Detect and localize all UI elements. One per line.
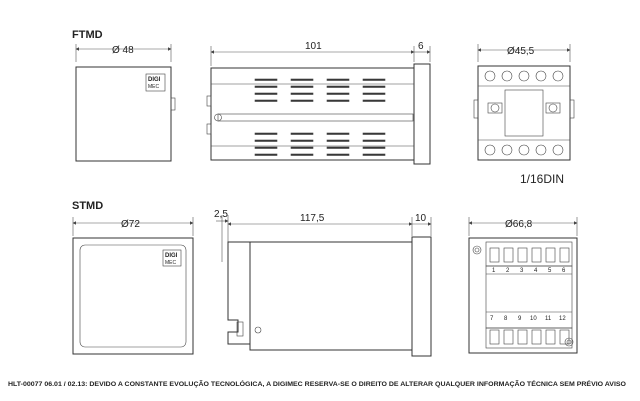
- stmd-logo-line1: DIGI: [165, 253, 178, 259]
- footer-disclaimer: HLT-00077 06.01 / 02.13: DEVIDO A CONSTA…: [8, 379, 626, 388]
- stmd-top-terminal-screws: [489, 247, 570, 263]
- stmd-front-diameter: Ø72: [121, 219, 140, 230]
- ftmd-front-view: Ø 48 DIGI MEC: [75, 44, 176, 162]
- ftmd-side-view: 101 6: [206, 41, 431, 165]
- stmd-bottom-terminal-screws: [489, 329, 570, 345]
- ftmd-size-label: 1/16DIN: [520, 172, 564, 186]
- terminal-number: 9: [518, 316, 522, 322]
- stmd-offset: 2,5: [214, 209, 228, 220]
- ftmd-front-diameter: Ø 48: [112, 45, 134, 56]
- stmd-logo-line2: MEC: [165, 260, 177, 266]
- terminal-number: 12: [559, 316, 566, 322]
- terminal-number: 3: [520, 268, 524, 274]
- terminal-number: 5: [548, 268, 552, 274]
- terminal-number: 6: [562, 268, 566, 274]
- stmd-back-view: Ø66,8 1 2 3 4 5 6 7 8 9 10 11: [468, 217, 578, 354]
- ftmd-back-diameter: Ø45,5: [507, 46, 535, 57]
- terminal-number: 7: [490, 316, 494, 322]
- terminal-number: 11: [545, 316, 552, 322]
- terminal-number: 1: [492, 268, 496, 274]
- stmd-logo: [162, 249, 182, 267]
- stmd-top-terminal-numbers: 1 2 3 4 5 6: [492, 268, 566, 274]
- stmd-side-view: 2,5 117,5 10: [214, 209, 432, 357]
- ftmd-logo: [145, 73, 166, 92]
- terminal-number: 2: [506, 268, 510, 274]
- stmd-back-diameter: Ø66,8: [505, 219, 533, 230]
- ftmd-title: FTMD: [72, 29, 103, 41]
- terminal-number: 10: [530, 316, 537, 322]
- ftmd-back-view: Ø45,5 1/16DIN: [473, 44, 575, 186]
- stmd-bezel: 10: [415, 213, 427, 224]
- stmd-length: 117,5: [300, 213, 325, 224]
- terminal-number: 4: [534, 268, 538, 274]
- ftmd-bezel: 6: [418, 41, 424, 52]
- terminal-number: 8: [504, 316, 508, 322]
- stmd-bottom-terminal-numbers: 7 8 9 10 11 12: [490, 316, 566, 322]
- ftmd-logo-line1: DIGI: [148, 77, 161, 83]
- ftmd-logo-line2: MEC: [148, 84, 160, 90]
- stmd-front-view: Ø72 DIGI MEC: [72, 217, 194, 355]
- ftmd-length: 101: [305, 41, 322, 52]
- stmd-title: STMD: [72, 200, 103, 212]
